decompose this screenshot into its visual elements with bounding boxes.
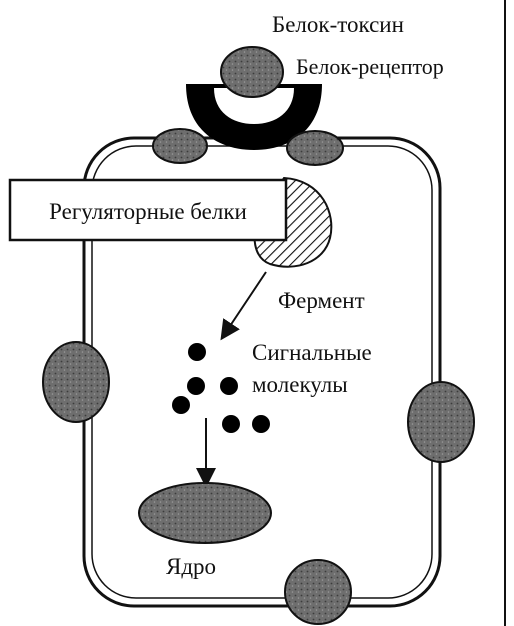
- signal-molecules-label-line1: Сигнальные: [252, 340, 372, 365]
- membrane-protein-top-left: [153, 129, 207, 163]
- regulatory-proteins-label: Регуляторные белки: [49, 199, 247, 224]
- signal-molecule: [220, 377, 238, 395]
- signal-molecule: [252, 415, 270, 433]
- membrane-protein-bottom: [285, 560, 351, 624]
- membrane-protein-top-right: [287, 131, 343, 165]
- signal-molecule: [188, 343, 206, 361]
- enzyme-label: Фермент: [278, 288, 365, 313]
- nucleus-label: Ядро: [166, 554, 216, 579]
- toxin-protein: [221, 47, 283, 97]
- membrane-protein-right: [408, 382, 474, 462]
- signal-molecule: [187, 377, 205, 395]
- receptor-label: Белок-рецептор: [296, 54, 444, 79]
- toxin-label: Белок-токсин: [272, 12, 404, 37]
- signal-molecule: [222, 415, 240, 433]
- signal-molecules-label-line2: молекулы: [252, 372, 348, 397]
- nucleus: [139, 483, 271, 543]
- signal-molecule: [172, 396, 190, 414]
- arrow-enzyme-to-signals: [226, 272, 266, 332]
- membrane-protein-left: [43, 342, 109, 422]
